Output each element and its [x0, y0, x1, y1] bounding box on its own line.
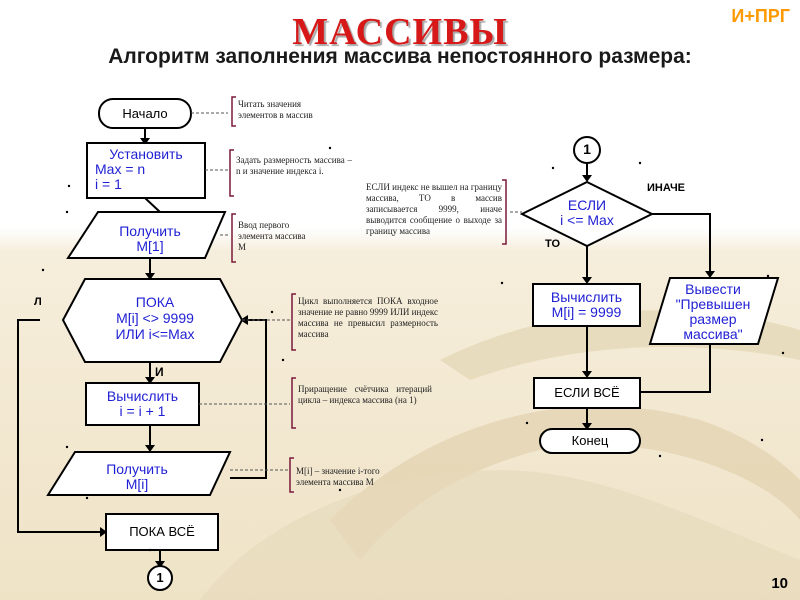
calc-marker-line-2: M[i] = 9999	[551, 304, 622, 320]
note-bracket	[291, 293, 296, 351]
output-line-1: Вывести	[685, 281, 741, 297]
while-line-3: ИЛИ i<=Max	[115, 326, 195, 342]
note-set-size: Задать размерность массива – n и значени…	[236, 155, 352, 176]
set-process-text: Установить Max = n i = 1	[87, 147, 205, 192]
end-while-label: ПОКА ВСЁ	[129, 524, 195, 539]
note-bracket	[229, 149, 234, 197]
arrowhead	[145, 377, 155, 384]
while-line-2: M[i] <> 9999	[116, 310, 194, 326]
calc-marker-box	[532, 283, 641, 327]
end-terminator	[539, 428, 641, 454]
course-badge: И+ПРГ	[731, 6, 790, 26]
if-line-1: ЕСЛИ	[567, 197, 607, 213]
output-message-text: Вывести "Превышен размер массива"	[658, 282, 768, 342]
calc-index-line-1: Вычислить	[106, 388, 179, 404]
if-text: ЕСЛИ i <= Max	[537, 198, 637, 228]
note-bracket	[289, 457, 294, 493]
loop-exit-line	[17, 319, 106, 533]
while-line-1: ПОКА	[135, 294, 175, 310]
calc-index-line-2: i = i + 1	[119, 403, 166, 419]
get-first-text: Получить M[1]	[85, 224, 215, 254]
arrowhead	[100, 527, 107, 537]
while-hexagon	[61, 278, 244, 363]
connector-bottom	[147, 565, 173, 591]
arrowhead	[155, 561, 165, 568]
else-branch-label: ИНАЧЕ	[647, 182, 686, 194]
set-line-3: i = 1	[95, 176, 122, 192]
else-merge-line	[640, 342, 711, 393]
calc-marker-text: Вычислить M[i] = 9999	[533, 290, 640, 320]
end-label: Конец	[571, 433, 609, 448]
else-line	[652, 213, 711, 276]
get-element-line-2: M[i]	[125, 476, 149, 492]
set-line-2: Max = n	[95, 161, 146, 177]
then-branch-label: ТО	[545, 238, 561, 250]
connector-bottom-label: 1	[156, 570, 164, 585]
note-loop-condition: Цикл выполняется ПОКА входное значение н…	[298, 296, 438, 339]
note-first-input: Ввод первого элемента массива M	[238, 220, 306, 252]
output-line-4: массива"	[683, 326, 743, 342]
set-line-1: Установить	[109, 146, 183, 162]
get-first-line-2: M[1]	[136, 238, 164, 254]
arrowhead	[145, 445, 155, 452]
connector-top-label: 1	[583, 141, 591, 157]
note-increment: Приращение счётчика итераций цикла – инд…	[298, 384, 432, 405]
arrowhead	[582, 371, 592, 378]
calc-index-box	[85, 382, 200, 426]
false-branch-label: Л	[34, 296, 42, 308]
get-element-line-1: Получить	[106, 461, 168, 477]
note-bracket	[291, 377, 296, 429]
get-element-io-shape	[46, 451, 232, 496]
end-if-label: ЕСЛИ ВСЁ	[554, 385, 620, 400]
connector-top	[573, 136, 601, 164]
true-branch-label: И	[155, 365, 164, 379]
get-first-line-1: Получить	[119, 223, 181, 239]
arrowhead	[145, 273, 155, 280]
loop-back-line	[230, 319, 267, 479]
if-diamond	[519, 180, 655, 248]
end-if-box	[533, 377, 641, 409]
start-label: Начало	[122, 106, 168, 121]
arrowhead	[582, 175, 592, 182]
note-bracket	[502, 179, 507, 245]
while-text: ПОКА M[i] <> 9999 ИЛИ i<=Max	[80, 294, 230, 342]
end-while-box	[105, 513, 219, 551]
note-if-bounds: ЕСЛИ индекс не вышел на границу массива,…	[366, 182, 502, 236]
page-subtitle: Алгоритм заполнения массива непостоянног…	[108, 45, 692, 68]
if-line-2: i <= Max	[560, 212, 614, 228]
note-read-values: Читать значения элементов в массив	[238, 99, 313, 120]
output-line-2: "Превышен	[675, 296, 751, 312]
output-message-io-shape	[648, 277, 780, 345]
get-first-io-shape	[66, 211, 227, 259]
arrowhead	[582, 423, 592, 430]
page-number: 10	[771, 575, 788, 592]
get-element-text: Получить M[i]	[62, 462, 212, 492]
arrowhead	[140, 138, 150, 145]
calc-marker-line-1: Вычислить	[550, 289, 623, 305]
arrowhead	[582, 277, 592, 284]
flow-line	[144, 197, 161, 213]
output-line-3: размер	[689, 311, 737, 327]
note-element-value: M[i] – значение i-того элемента массива …	[296, 466, 380, 487]
page-title: МАССИВЫ	[292, 11, 508, 53]
calc-index-text: Вычислить i = i + 1	[86, 389, 199, 419]
note-bracket	[231, 96, 236, 127]
arrowhead	[705, 271, 715, 278]
note-bracket	[231, 213, 236, 263]
